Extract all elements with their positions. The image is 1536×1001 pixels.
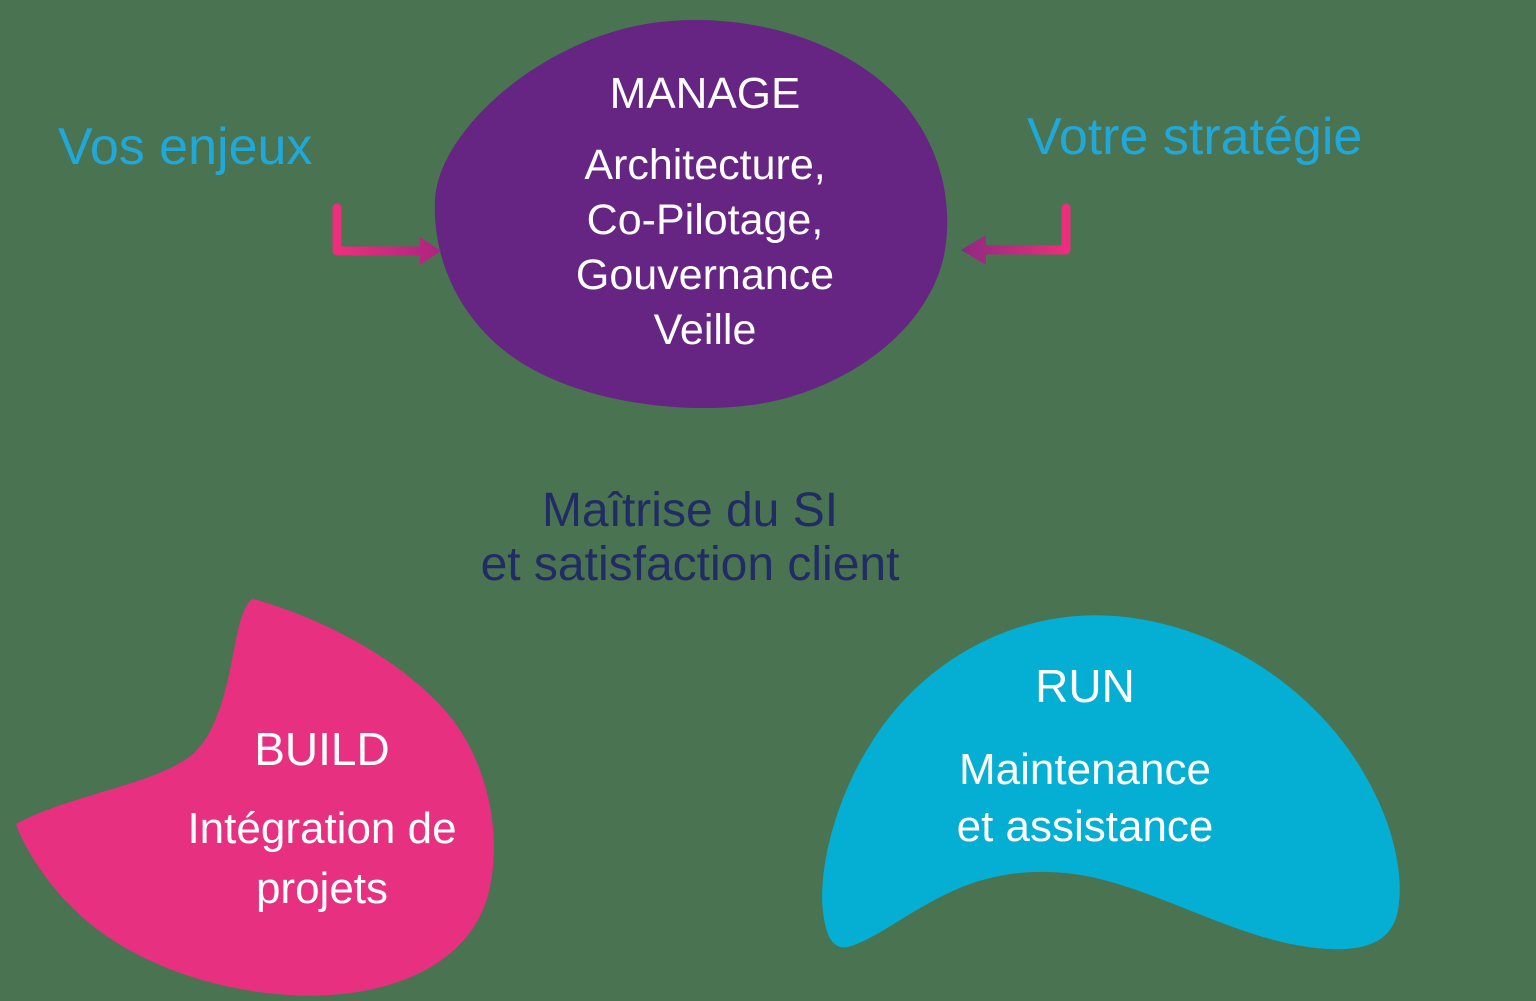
left-arrow-head: [420, 237, 441, 265]
left-arrow: [332, 203, 441, 265]
run-text-block: RUN Maintenance et assistance: [885, 659, 1285, 855]
manage-title: MANAGE: [609, 69, 801, 118]
blob-body-line: Maintenance: [959, 745, 1211, 794]
center-caption-line: Maîtrise du SI: [541, 484, 839, 537]
blob-body-line: et assistance: [956, 802, 1214, 851]
left-arrow-line: [332, 203, 429, 256]
right-arrow-head: [961, 235, 986, 265]
build-body: Intégration de projets: [122, 799, 522, 919]
build-blob-shape: [16, 599, 494, 996]
blob-body-line: Intégration de: [187, 804, 457, 853]
run-blob-shape: [822, 615, 1400, 950]
right-arrow-line: [977, 203, 1071, 255]
center-caption: Maîtrise du SI et satisfaction client: [440, 484, 940, 592]
build-title: BUILD: [254, 723, 390, 775]
blob-body-line: Co-Pilotage,: [586, 196, 824, 244]
blob-body-line: Architecture,: [584, 141, 826, 189]
center-caption-line: et satisfaction client: [480, 538, 900, 591]
run-title: RUN: [1035, 660, 1135, 712]
manage-body: Architecture, Co-Pilotage, Gouvernance V…: [505, 138, 905, 358]
right-arrow: [961, 203, 1071, 265]
manage-blob-shape: [434, 20, 948, 409]
blob-body-line: Veille: [653, 306, 757, 354]
build-text-block: BUILD Intégration de projets: [122, 722, 522, 919]
label-votre-strategie: Votre stratégie: [1027, 108, 1363, 166]
blob-body-line: projets: [255, 864, 389, 913]
run-body: Maintenance et assistance: [885, 741, 1285, 855]
label-vos-enjeux: Vos enjeux: [58, 118, 313, 176]
blob-body-line: Gouvernance: [575, 251, 835, 299]
manage-text-block: MANAGE Architecture, Co-Pilotage, Gouver…: [505, 68, 905, 358]
